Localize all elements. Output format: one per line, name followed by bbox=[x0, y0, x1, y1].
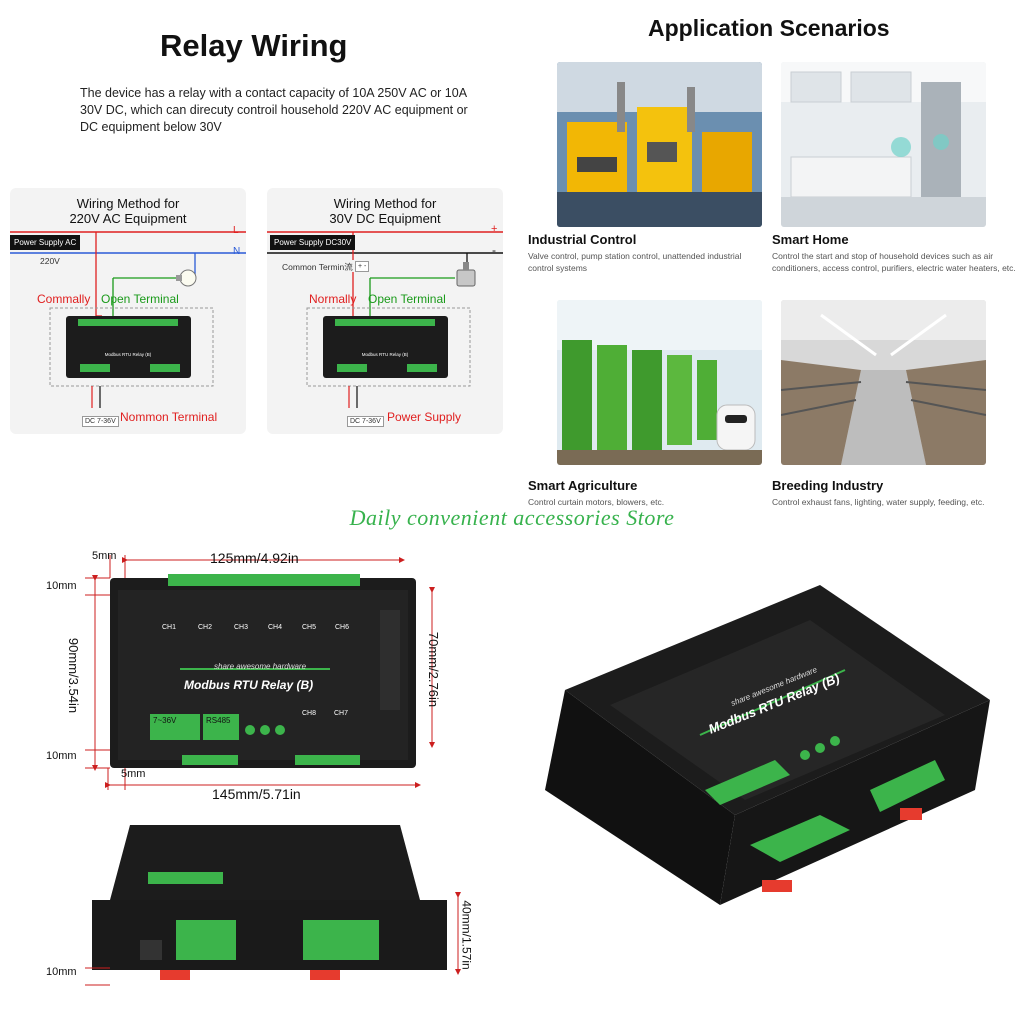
breeding-industry-name: Breeding Industry bbox=[772, 478, 884, 493]
dc-open-terminal-label: Open Terminal bbox=[368, 292, 446, 306]
dc-minus-label: - bbox=[492, 243, 496, 257]
ac-open-terminal-label: Open Terminal bbox=[101, 292, 179, 306]
industrial-control-desc: Valve control, pump station control, una… bbox=[528, 251, 742, 273]
smart-home-name: Smart Home bbox=[772, 232, 849, 247]
dim-height-outer-label: 90mm/3.54in bbox=[66, 637, 82, 714]
relay-module-image bbox=[323, 316, 448, 378]
front-device-slogan: share awesome hardware bbox=[214, 662, 307, 671]
svg-text:Modbus RTU Relay (B): Modbus RTU Relay (B) bbox=[362, 352, 409, 357]
ac-dc-input-label: DC 7-36V bbox=[82, 416, 119, 427]
dc-wiring-diagram: Modbus RTU Relay (B) bbox=[267, 231, 503, 408]
relay-description: The device has a relay with a contact ca… bbox=[80, 86, 468, 134]
smart-agriculture-desc: Control curtain motors, blowers, etc. bbox=[528, 497, 665, 507]
front-ch5-label: CH5 bbox=[302, 624, 317, 631]
dc-power-supply-label: Power Supply DC30V bbox=[270, 235, 356, 250]
front-ch7-label: CH7 bbox=[334, 710, 349, 717]
dc-plus-minus-badge: + - bbox=[355, 261, 370, 272]
front-ch2-label: CH2 bbox=[198, 624, 213, 631]
power-supply-output-label: Power Supply bbox=[387, 410, 462, 424]
front-ch8-label: CH8 bbox=[302, 710, 317, 717]
front-ch4-label: CH4 bbox=[268, 624, 283, 631]
dim-height-inner-label: 70mm/2.76in bbox=[426, 631, 442, 708]
breeding-industry-desc: Control exhaust fans, lighting, water su… bbox=[772, 497, 985, 507]
front-device-bus-label: RS485 bbox=[206, 716, 231, 725]
front-ch1-label: CH1 bbox=[162, 624, 177, 631]
dc-dc-input-label: DC 7-36V bbox=[347, 416, 384, 427]
line-n-label: N bbox=[233, 246, 241, 257]
dc-wiring-panel: Modbus RTU Relay (B) Wiring Method for 3… bbox=[267, 188, 503, 434]
industrial-control-name: Industrial Control bbox=[528, 232, 637, 247]
relay-module-image bbox=[66, 316, 191, 378]
line-l-label: L bbox=[233, 225, 239, 236]
common-terminal-label: Common Termin流 bbox=[282, 262, 353, 272]
dim-margin-left-top-label: 10mm bbox=[46, 580, 77, 592]
dim-width-inner-label: 125mm/4.92in bbox=[210, 550, 299, 566]
commally-label: Commally bbox=[37, 292, 91, 306]
store-banner: Daily convenient accessories Store bbox=[349, 505, 675, 530]
nommon-terminal-label: Nommon Terminal bbox=[120, 410, 218, 424]
dim-margin-bottom-label: 5mm bbox=[121, 768, 146, 780]
front-view-device bbox=[110, 574, 416, 768]
front-ch6-label: CH6 bbox=[335, 624, 350, 631]
dc-plus-label: + bbox=[491, 223, 498, 235]
application-scenarios-title: Application Scenarios bbox=[648, 15, 890, 41]
ac-voltage-label: 220V bbox=[40, 256, 60, 266]
svg-text:Modbus RTU Relay (B): Modbus RTU Relay (B) bbox=[105, 352, 152, 357]
front-device-model: Modbus RTU Relay (B) bbox=[184, 678, 314, 692]
dim-width-outer-label: 145mm/5.71in bbox=[212, 786, 301, 802]
smart-home-image bbox=[781, 62, 986, 227]
dim-depth-label: 40mm/1.57in bbox=[459, 900, 474, 970]
ac-power-supply-label: Power Supply AC bbox=[10, 235, 81, 250]
isometric-device bbox=[545, 585, 990, 905]
smart-agriculture-name: Smart Agriculture bbox=[528, 478, 638, 493]
breeding-industry-image bbox=[781, 300, 986, 465]
ac-panel-title: Wiring Method for 220V AC Equipment bbox=[69, 196, 187, 226]
normally-label: Normally bbox=[309, 292, 357, 306]
dc-panel-title: Wiring Method for 30V DC Equipment bbox=[329, 196, 441, 226]
side-view-device bbox=[92, 825, 447, 980]
relay-wiring-title: Relay Wiring bbox=[160, 28, 348, 63]
smart-home-desc: Control the start and stop of household … bbox=[772, 251, 1016, 273]
front-ch3-label: CH3 bbox=[234, 624, 249, 631]
dim-margin-side-label: 10mm bbox=[46, 966, 77, 978]
front-device-power-label: 7~36V bbox=[153, 716, 177, 725]
industrial-control-image bbox=[557, 62, 762, 227]
dim-margin-top-label: 5mm bbox=[92, 550, 117, 562]
ac-wiring-panel: Modbus RTU Relay (B) Wiring Method for 2… bbox=[10, 188, 246, 434]
smart-agriculture-image bbox=[557, 300, 762, 465]
ac-wiring-diagram: Modbus RTU Relay (B) bbox=[10, 231, 246, 408]
dim-margin-left-bottom-label: 10mm bbox=[46, 750, 77, 762]
